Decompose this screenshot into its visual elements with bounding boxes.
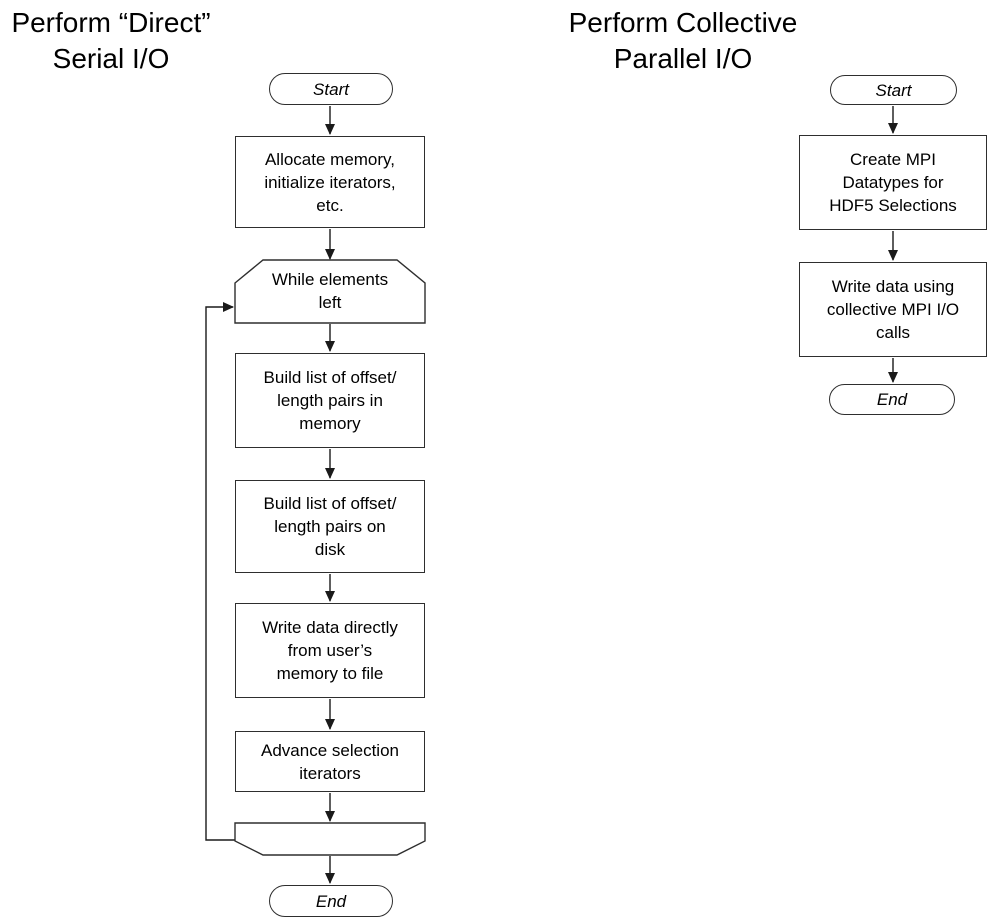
left-start-node: Start <box>269 73 393 105</box>
left-step-build-memory-list: Build list of offset/ length pairs in me… <box>235 353 425 448</box>
right-step-create-mpi-datatypes: Create MPI Datatypes for HDF5 Selections <box>799 135 987 230</box>
left-step-advance-iterators: Advance selection iterators <box>235 731 425 792</box>
left-end-node: End <box>269 885 393 917</box>
loop-begin-label: While elements left <box>271 270 389 312</box>
left-step-allocate: Allocate memory, initialize iterators, e… <box>235 136 425 228</box>
loop-begin-shape <box>234 259 426 324</box>
loop-back-line <box>205 302 235 841</box>
right-start-node: Start <box>830 75 957 105</box>
right-chart-title: Perform Collective Parallel I/O <box>568 7 798 74</box>
loop-end-shape <box>234 822 426 856</box>
right-end-node: End <box>829 384 955 415</box>
left-step-write-data: Write data directly from user’s memory t… <box>235 603 425 698</box>
right-step-write-collective: Write data using collective MPI I/O call… <box>799 262 987 357</box>
left-chart-title: Perform “Direct” Serial I/O <box>11 7 211 74</box>
left-step-build-disk-list: Build list of offset/ length pairs on di… <box>235 480 425 573</box>
